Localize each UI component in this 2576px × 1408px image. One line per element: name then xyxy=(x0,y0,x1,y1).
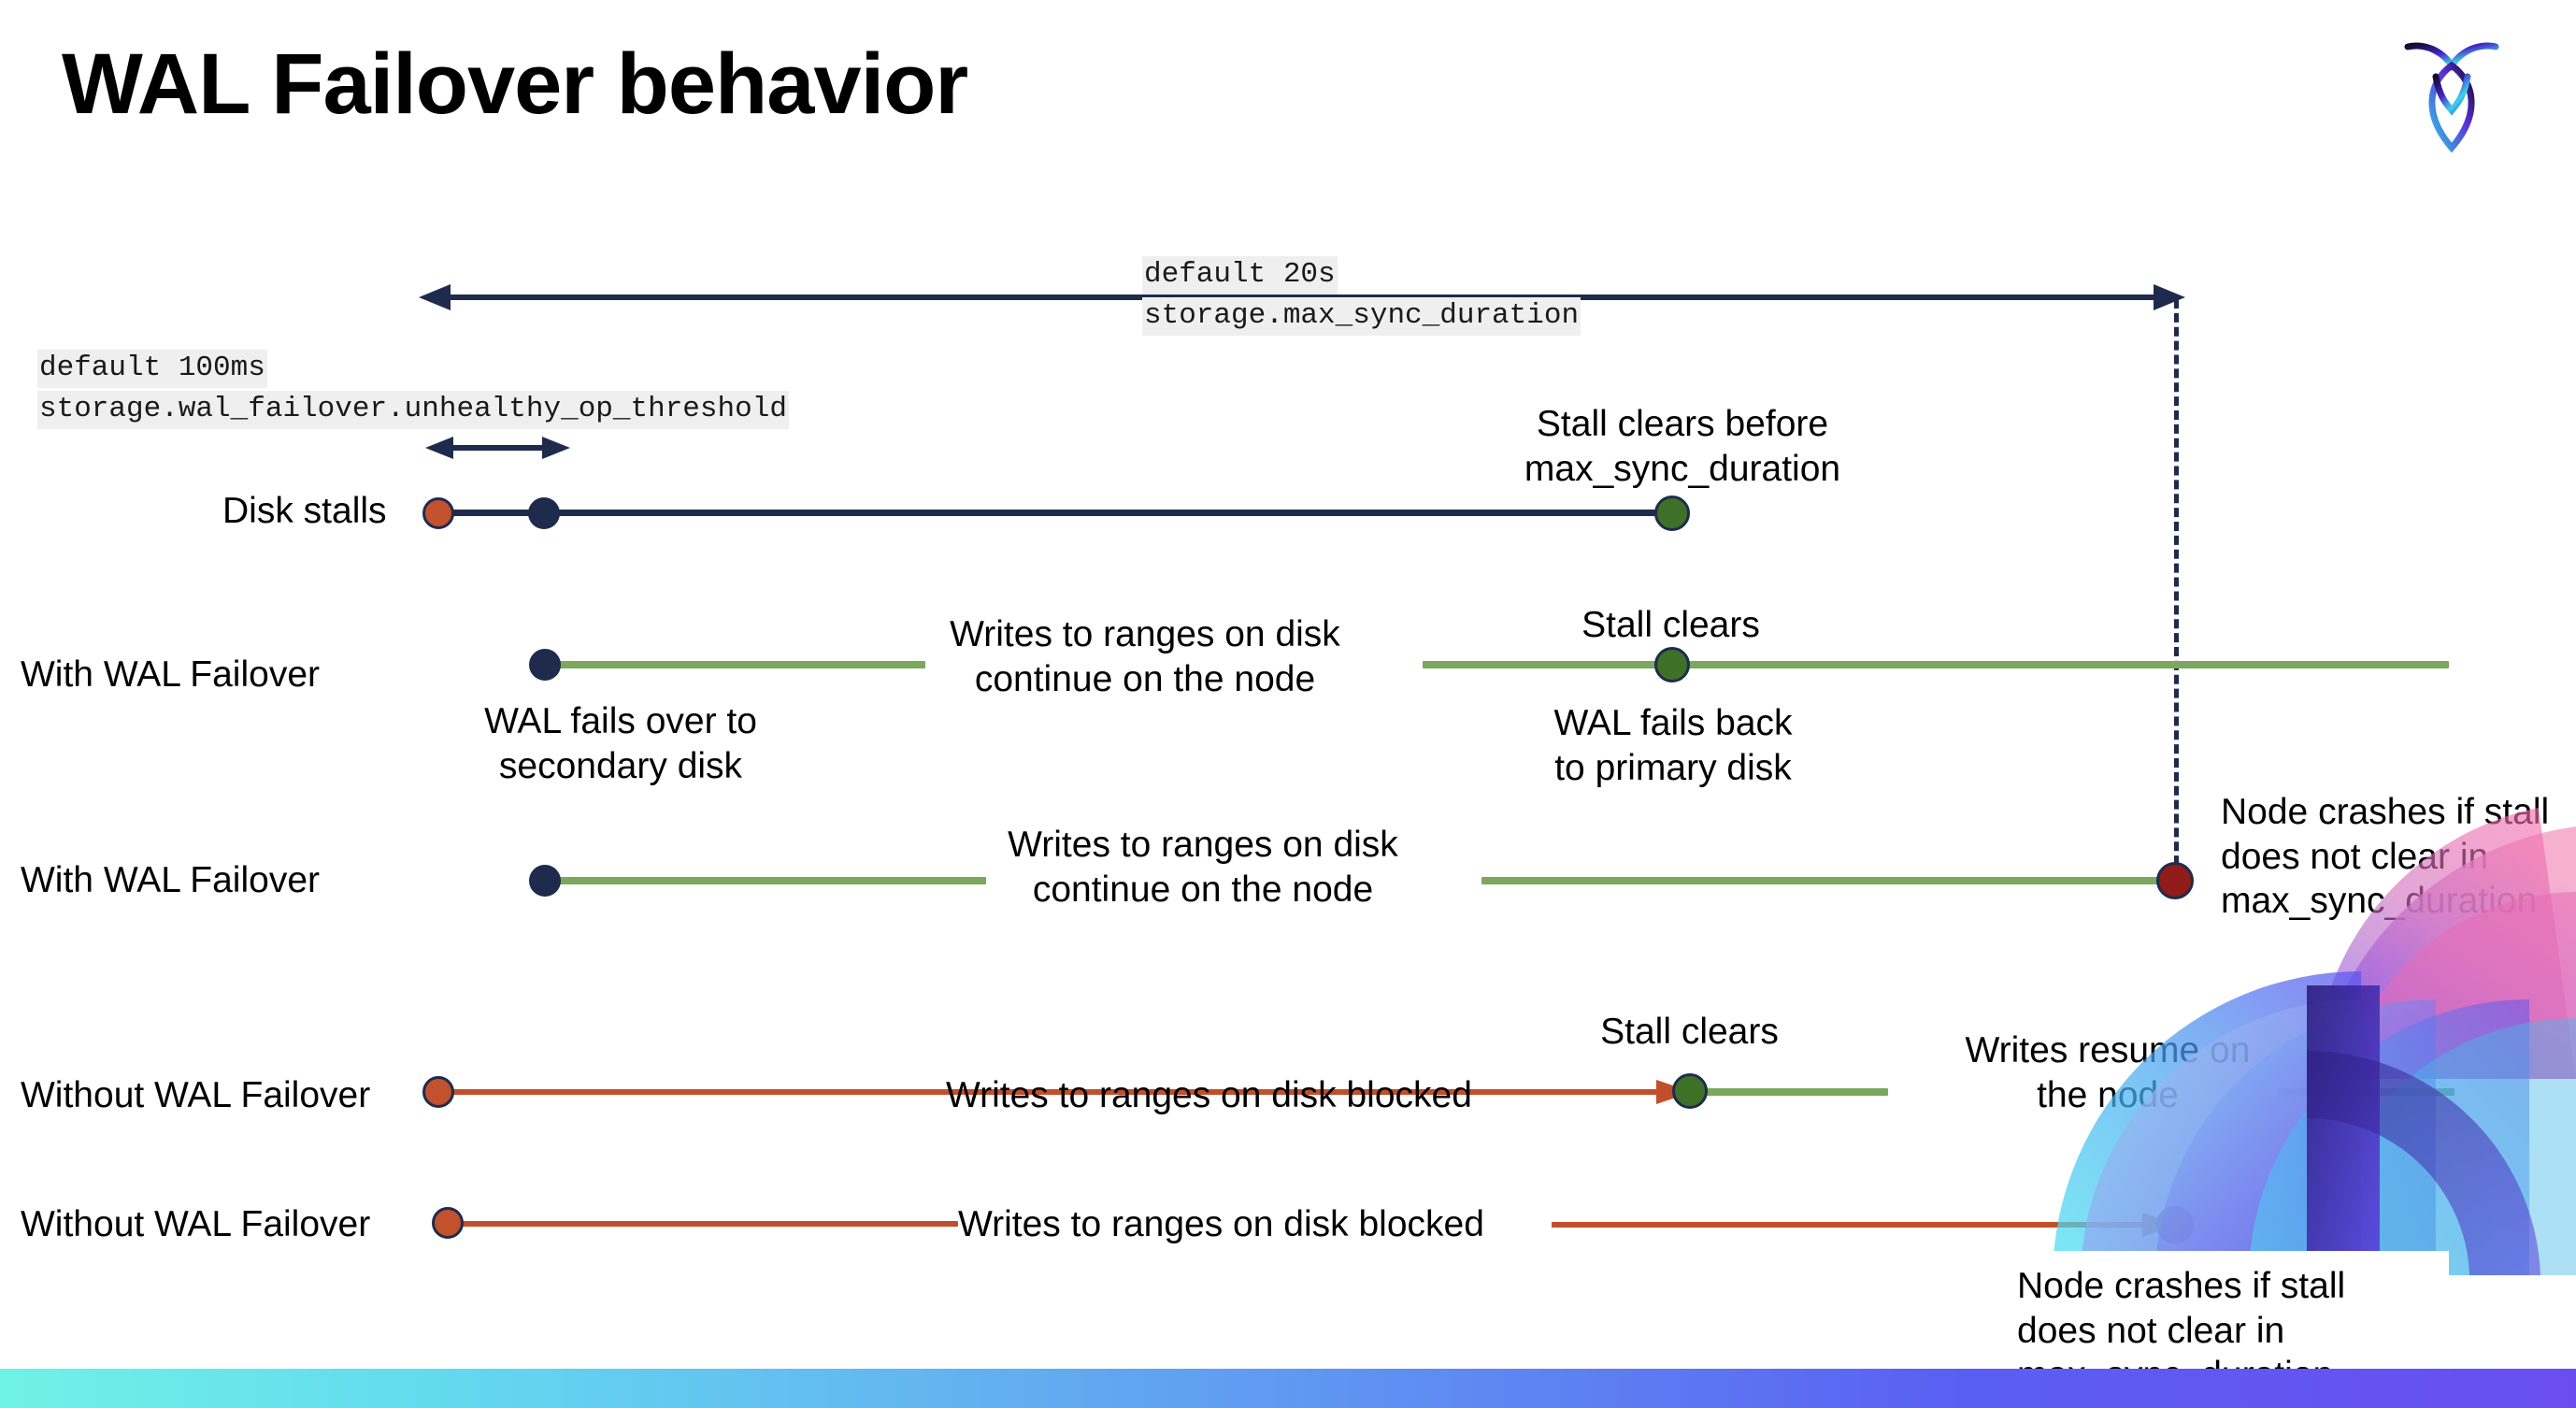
disk-stalls-failover-dot xyxy=(528,497,560,529)
note-wal-fails-back: WAL fails back to primary disk xyxy=(1553,703,1793,788)
row-label-with-wal-failover-b: With WAL Failover xyxy=(21,860,320,900)
without-wal-failover-a-segment-right xyxy=(1682,1088,1888,1096)
max-sync-duration-default-chip: default 20s xyxy=(1142,256,1338,295)
note-writes-continue-1: Writes to ranges on disk continue on the… xyxy=(950,614,1340,699)
note-writes-continue-2: Writes to ranges on disk continue on the… xyxy=(1008,825,1398,910)
with-wal-failover-a-segment-right xyxy=(1423,661,2449,668)
note-node-crashes-row3: Node crashes if stall does not clear in … xyxy=(2221,792,2550,922)
with-wal-failover-a-failover-dot xyxy=(529,649,561,681)
without-wal-failover-b-blocked-arrow xyxy=(1552,1211,2178,1239)
disk-stalls-clear-dot xyxy=(1654,496,1690,531)
with-wal-failover-a-clear-dot xyxy=(1654,647,1690,682)
note-writes-blocked-2: Writes to ranges on disk blocked xyxy=(958,1204,1484,1244)
cockroachdb-logo-icon xyxy=(2382,24,2522,165)
without-wal-failover-b-start-dot xyxy=(432,1207,464,1239)
row-label-with-wal-failover-a: With WAL Failover xyxy=(21,654,320,695)
without-wal-failover-b-segment-left xyxy=(449,1221,958,1227)
without-wal-failover-a-clear-dot xyxy=(1672,1073,1708,1109)
row-label-without-wal-failover-b: Without WAL Failover xyxy=(21,1204,371,1244)
with-wal-failover-b-segment-right xyxy=(1481,877,2178,884)
note-stall-clears-row2: Stall clears xyxy=(1581,605,1760,645)
note-stall-clears-row4: Stall clears xyxy=(1600,1012,1779,1052)
disk-stalls-start-dot xyxy=(422,497,454,529)
without-wal-failover-b-crash-dot xyxy=(2156,1206,2194,1243)
unhealthy-op-threshold-setting-chip: storage.wal_failover.unhealthy_op_thresh… xyxy=(37,391,789,429)
row-label-without-wal-failover-a: Without WAL Failover xyxy=(21,1075,371,1115)
with-wal-failover-b-failover-dot xyxy=(529,865,561,897)
unhealthy-op-threshold-default-chip: default 100ms xyxy=(37,350,267,388)
without-wal-failover-a-start-dot xyxy=(422,1076,454,1108)
disk-stalls-timeline-segment xyxy=(439,510,1673,516)
max-sync-duration-setting-chip: storage.max_sync_duration xyxy=(1142,297,1581,336)
with-wal-failover-b-segment-left xyxy=(542,877,986,884)
with-wal-failover-b-crash-dot xyxy=(2156,862,2194,899)
max-sync-duration-dropline xyxy=(2174,299,2179,879)
note-wal-fails-over: WAL fails over to secondary disk xyxy=(484,701,757,786)
row-label-disk-stalls: Disk stalls xyxy=(222,491,387,531)
note-stall-clears-before-max: Stall clears before max_sync_duration xyxy=(1524,404,1841,489)
page-title: WAL Failover behavior xyxy=(62,36,968,132)
note-writes-resume: Writes resume on the node xyxy=(1965,1030,2251,1115)
unhealthy-op-threshold-span-arrow xyxy=(425,432,570,464)
with-wal-failover-a-segment-left xyxy=(542,661,925,668)
bottom-gradient-bar xyxy=(0,1369,2576,1408)
without-wal-failover-a-segment-far-right xyxy=(2277,1088,2454,1096)
note-writes-blocked-1: Writes to ranges on disk blocked xyxy=(946,1075,1472,1115)
